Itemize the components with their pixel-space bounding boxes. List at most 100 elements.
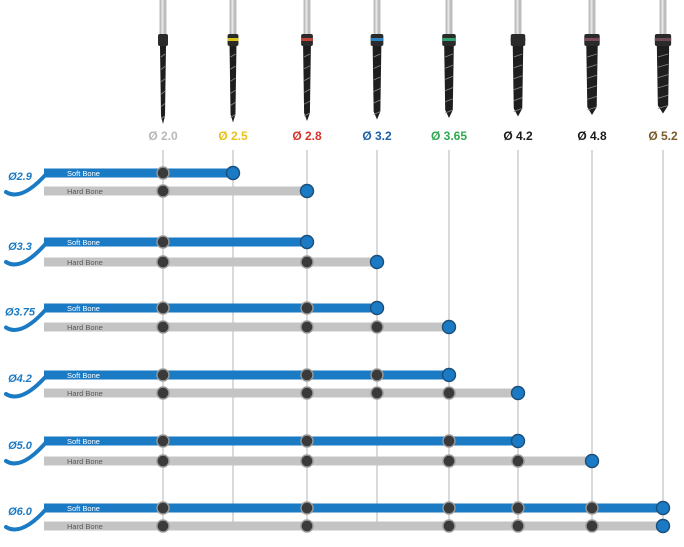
drill-depth-mark	[513, 86, 523, 91]
implant-label-4: Ø5.0	[8, 440, 33, 452]
implant-label-0: Ø2.9	[8, 171, 33, 183]
hard-drill-node	[156, 386, 170, 400]
drill-depth-mark	[513, 97, 523, 101]
drill-depth-mark	[587, 74, 597, 79]
hard-drill-node	[442, 519, 456, 533]
hard-drill-node	[156, 320, 170, 334]
soft-drill-node	[300, 368, 314, 382]
drill-depth-mark	[657, 84, 669, 89]
drill-body	[444, 46, 454, 118]
drill-body	[303, 46, 311, 121]
drill-depth-mark	[445, 109, 453, 114]
hard-bone-label: Hard Bone	[67, 389, 103, 398]
soft-bone-bar	[44, 436, 518, 446]
soft-drill-node	[156, 235, 170, 249]
soft-final-drill-node	[655, 500, 671, 516]
implant-badge-swoosh	[4, 505, 50, 532]
drill-depth-mark	[445, 98, 453, 103]
drill-depth-mark	[373, 65, 381, 69]
drill-depth-mark	[373, 99, 381, 104]
drill-label-5: Ø 4.2	[503, 129, 533, 143]
drill-color-ring	[442, 38, 456, 41]
drill-body	[160, 46, 166, 124]
hard-bone-label: Hard Bone	[67, 187, 103, 196]
drill-depth-mark	[230, 77, 236, 82]
drill-depth-mark	[230, 89, 236, 94]
soft-bone-label: Soft Bone	[67, 238, 100, 247]
hard-bone-bar	[44, 521, 663, 531]
drill-shank-highlight	[590, 0, 593, 34]
hard-drill-node	[300, 454, 314, 468]
drill-depth-mark	[230, 114, 236, 118]
drill-depth-mark	[657, 94, 669, 99]
soft-final-drill-node	[510, 433, 526, 449]
drill-label-7: Ø 5.2	[648, 129, 678, 143]
drill-shank-highlight	[447, 0, 450, 34]
soft-bone-label: Soft Bone	[67, 169, 100, 178]
drill-depth-mark	[160, 90, 166, 95]
hard-bone-label: Hard Bone	[67, 522, 103, 531]
soft-bone-label: Soft Bone	[67, 437, 100, 446]
drill-depth-mark	[587, 106, 597, 111]
soft-drill-node	[511, 501, 525, 515]
soft-bone-label: Soft Bone	[67, 504, 100, 513]
hard-drill-node	[156, 519, 170, 533]
drill-shank-highlight	[161, 0, 164, 34]
implant-badge-swoosh	[4, 170, 50, 197]
hard-drill-node	[156, 255, 170, 269]
soft-drill-node	[300, 434, 314, 448]
drill-depth-mark	[160, 115, 166, 120]
drill-depth-mark	[303, 65, 311, 70]
drill-depth-mark	[657, 63, 669, 68]
implant-badge-swoosh	[4, 239, 50, 267]
drill-shank-highlight	[375, 0, 378, 34]
drill-color-ring	[654, 38, 672, 41]
hard-final-drill-node	[299, 183, 315, 199]
hard-bone-bar	[44, 322, 449, 332]
drill-label-1: Ø 2.5	[218, 129, 248, 143]
drill-shank-highlight	[516, 0, 519, 34]
soft-drill-node	[156, 301, 170, 315]
drill-label-4: Ø 3.65	[431, 129, 467, 143]
drill-label-2: Ø 2.8	[292, 129, 322, 143]
implant-badge-swoosh	[4, 372, 50, 399]
drill-depth-mark	[657, 105, 669, 109]
drill-depth-mark	[587, 53, 597, 58]
soft-drill-node	[300, 301, 314, 315]
hard-drill-node	[370, 320, 384, 334]
implant-badge-swoosh	[4, 305, 50, 332]
drill-depth-mark	[587, 64, 597, 68]
drill-depth-mark	[230, 53, 236, 58]
implant-badge-swoosh	[4, 438, 50, 466]
drill-depth-mark	[657, 53, 669, 58]
implant-label-2: Ø3.75	[5, 307, 36, 319]
drill-depth-mark	[445, 53, 453, 58]
hard-drill-node	[300, 386, 314, 400]
drill-depth-mark	[513, 53, 523, 58]
soft-drill-node	[156, 166, 170, 180]
drill-depth-mark	[373, 76, 381, 81]
hard-bone-bar	[44, 388, 518, 398]
soft-bone-bar	[44, 237, 307, 247]
implant-label-5: Ø6.0	[8, 506, 33, 518]
hard-bone-bar	[44, 186, 307, 196]
soft-drill-node	[300, 501, 314, 515]
soft-drill-node	[156, 368, 170, 382]
hard-bone-bar	[44, 456, 592, 466]
drill-color-ring	[370, 38, 384, 41]
hard-drill-node	[442, 386, 456, 400]
drill-label-6: Ø 4.8	[577, 129, 607, 143]
hard-drill-node	[370, 386, 384, 400]
soft-drill-node	[370, 368, 384, 382]
drill-depth-mark	[513, 64, 523, 69]
drill-color-ring	[158, 38, 168, 41]
hard-drill-node	[300, 519, 314, 533]
drill-depth-mark	[230, 65, 236, 70]
drill-color-ring	[301, 38, 313, 41]
drill-3: Ø 3.2	[362, 0, 392, 143]
drill-2: Ø 2.8	[292, 0, 322, 143]
